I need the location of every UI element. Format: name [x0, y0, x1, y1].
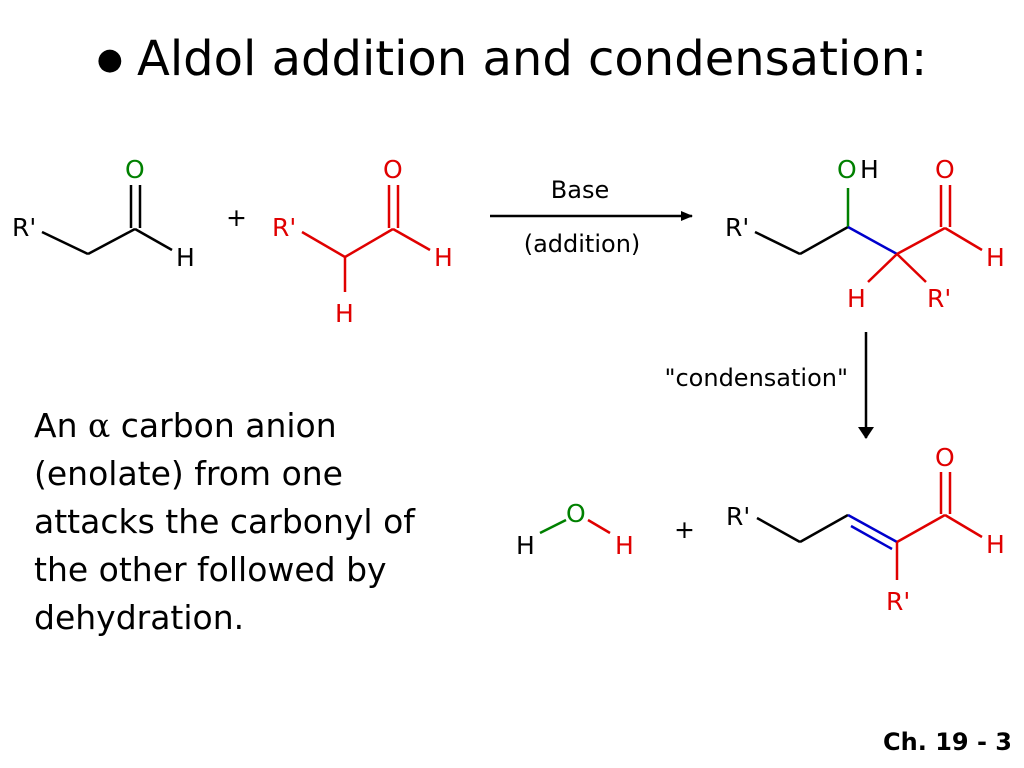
reactant-1: R' O H — [12, 155, 195, 272]
explanation-prefix: An — [34, 406, 88, 445]
water-h-left: H — [516, 531, 535, 560]
enal-product-oxygen: O — [935, 443, 955, 472]
enal-product-bonds-black — [756, 513, 849, 544]
slide-title: ● Aldol addition and condensation: — [0, 24, 1024, 95]
condensation-label: "condensation" — [664, 364, 848, 392]
aldol-product-bonds-red — [867, 185, 983, 283]
water-right-bond — [587, 518, 611, 535]
reactant-2-aldehyde-h: H — [434, 243, 453, 272]
aldol-product-oxygen: O — [935, 155, 955, 184]
reactant-2-bonds — [301, 185, 431, 292]
plus-sign-2: + — [674, 515, 695, 544]
aldol-product: R' O H O H H R' — [725, 155, 1005, 313]
aldol-product-bonds-black — [754, 225, 849, 256]
water-oxygen: O — [566, 499, 586, 528]
enal-product-aldehyde-h: H — [986, 530, 1005, 559]
addition-reagent-label: Base — [551, 176, 609, 204]
enal-product-double-bond — [847, 513, 898, 551]
enal-product-alpha-r-group: R' — [886, 587, 910, 616]
reactant-1-oxygen: O — [125, 155, 145, 184]
reactant-2-alpha-h: H — [335, 299, 354, 328]
enal-product: R' O H R' — [726, 443, 1005, 616]
chapter-slide-reference: Ch. 19 - 3 — [883, 728, 1012, 756]
title-text: Aldol addition and condensation: — [136, 31, 928, 87]
water-molecule: H O H — [516, 499, 634, 560]
aldol-product-r-group: R' — [725, 213, 749, 242]
explanation-body: carbon anion (enolate) from one attacks … — [34, 406, 415, 637]
reactant-1-hydrogen: H — [176, 243, 195, 272]
aldol-product-alpha-h: H — [847, 284, 866, 313]
reactant-2-r-group: R' — [272, 213, 296, 242]
water-left-bond — [539, 518, 567, 535]
reactant-1-r-group: R' — [12, 213, 36, 242]
aldol-product-new-cc-bond — [847, 225, 898, 256]
water-h-right: H — [615, 531, 634, 560]
aldol-product-hydroxyl-h: H — [860, 155, 879, 184]
enal-product-r-group: R' — [726, 502, 750, 531]
enal-product-bonds-red — [895, 472, 983, 580]
alpha-symbol: α — [87, 406, 111, 445]
addition-label: (addition) — [524, 230, 641, 258]
explanation-text: An α carbon anion (enolate) from one att… — [34, 402, 434, 642]
bullet-icon: ● — [96, 42, 123, 77]
addition-arrow: Base (addition) — [490, 176, 693, 258]
aldol-product-alpha-r-group: R' — [927, 284, 951, 313]
reactant-2-oxygen: O — [383, 155, 403, 184]
aldol-product-hydroxyl-o: O — [837, 155, 857, 184]
condensation-arrow: "condensation" — [664, 332, 874, 439]
aldol-product-aldehyde-h: H — [986, 243, 1005, 272]
plus-sign: + — [226, 203, 247, 232]
reactant-1-bonds — [41, 185, 173, 256]
reactant-2: R' O H H — [272, 155, 453, 328]
